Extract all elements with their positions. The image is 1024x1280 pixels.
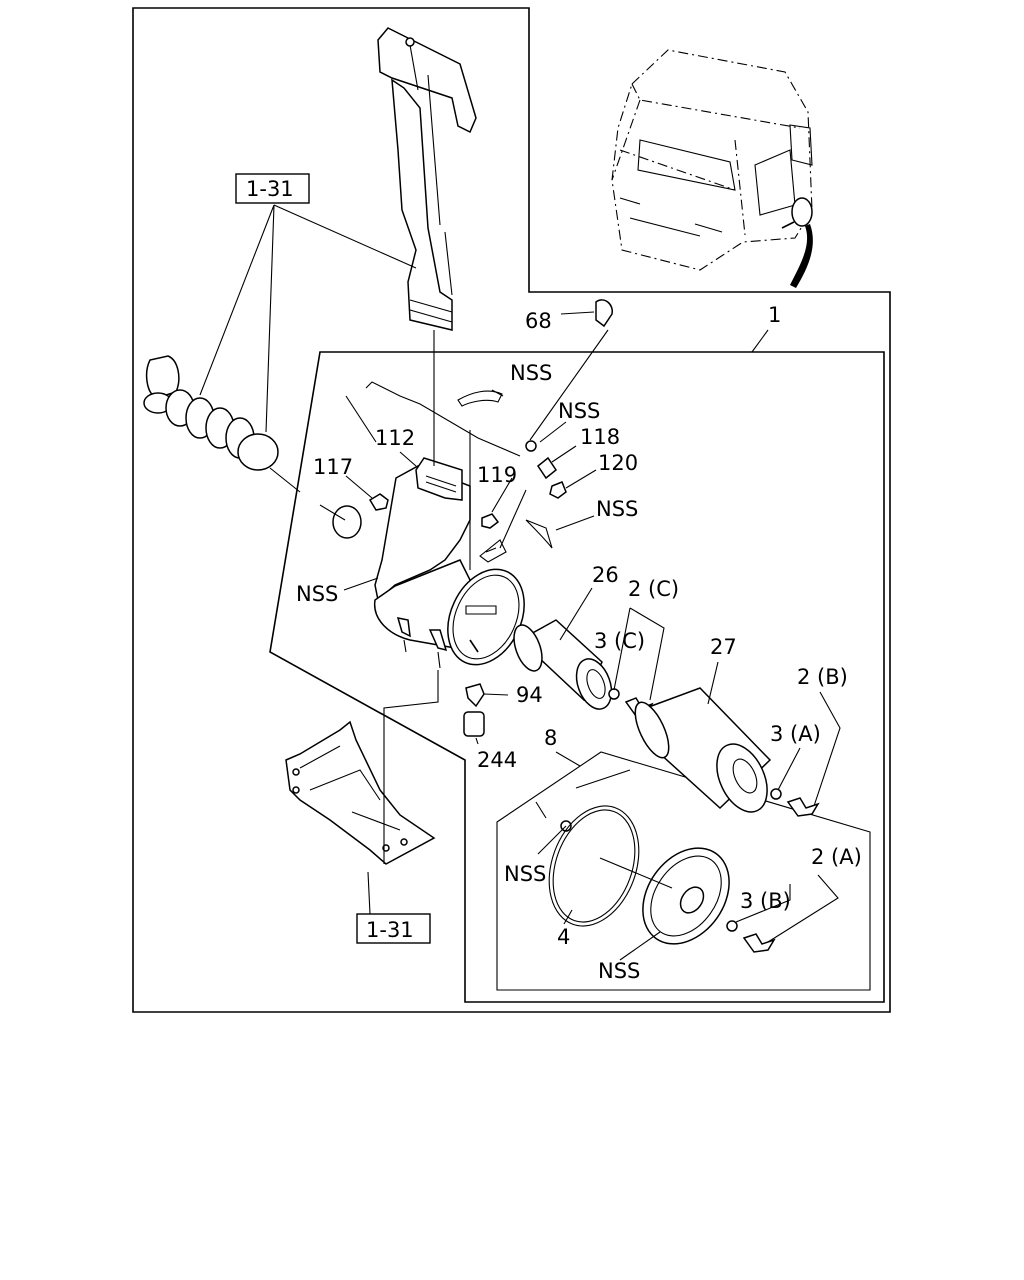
part-label-27: 27 — [710, 635, 737, 659]
outer-frame — [132, 7, 891, 1013]
washer-3c-icon — [608, 688, 620, 700]
part-label-nss-e: NSS — [504, 862, 546, 886]
part-label-2a: 2 (A) — [811, 845, 862, 869]
mounting-bracket — [285, 720, 436, 865]
part-label-2c: 2 (C) — [628, 577, 679, 601]
part-label-nss-c: NSS — [596, 497, 638, 521]
part-label-3a: 3 (A) — [770, 722, 821, 746]
indicator-68-icon — [595, 299, 613, 328]
gasket-nss-2-icon — [525, 519, 553, 549]
washer-3b-icon — [726, 920, 738, 932]
part-label-nss-d: NSS — [296, 582, 338, 606]
o-ring-4-icon — [548, 805, 640, 927]
washer-nss-icon — [525, 440, 537, 452]
part-label-3b: 3 (B) — [740, 889, 791, 913]
part-label-68: 68 — [525, 309, 552, 333]
kit-8-frame — [496, 751, 871, 991]
drain-valve-94-icon — [465, 683, 485, 708]
leader-lines — [199, 204, 841, 961]
clamp-118-icon — [536, 456, 558, 480]
ref-box-top — [235, 173, 310, 204]
truck-cab-illustration — [611, 49, 813, 288]
part-label-nss-f: NSS — [598, 959, 640, 983]
bolt-117-icon — [368, 493, 389, 511]
pipe-112 — [365, 381, 521, 457]
wing-nut-2a-icon — [742, 933, 776, 953]
part-label-4: 4 — [557, 925, 570, 949]
assembly-1-frame — [269, 351, 885, 1003]
inner-element-26 — [513, 619, 613, 710]
part-label-118: 118 — [580, 425, 620, 449]
part-label-8: 8 — [544, 726, 557, 750]
part-label-119: 119 — [477, 463, 517, 487]
nut-120-icon — [549, 481, 567, 499]
bolt-119-icon — [481, 513, 500, 529]
wing-nut-2b-icon — [786, 797, 820, 817]
cap-nss-icon — [332, 505, 362, 539]
bracket-icon — [479, 539, 507, 563]
snorkel-pipe — [377, 27, 477, 331]
part-label-26: 26 — [592, 563, 619, 587]
part-label-1: 1 — [768, 303, 781, 327]
cap-244-icon — [463, 711, 485, 737]
part-label-94: 94 — [516, 683, 543, 707]
part-label-117: 117 — [313, 455, 353, 479]
ref-box-bottom — [356, 913, 431, 944]
ref-label-top[interactable]: 1-31 — [246, 177, 294, 201]
cover-nss — [642, 847, 730, 945]
part-label-nss-b: NSS — [558, 399, 600, 423]
air-cleaner-housing — [374, 457, 525, 669]
washer-3a-icon — [770, 788, 782, 800]
outer-element-27 — [634, 687, 772, 813]
part-label-120: 120 — [598, 451, 638, 475]
gasket-nss-icon — [457, 390, 503, 407]
part-label-244: 244 — [477, 748, 517, 772]
part-label-3c: 3 (C) — [594, 629, 645, 653]
o-ring-4-inner-icon — [552, 809, 636, 923]
part-label-nss-a: NSS — [510, 361, 552, 385]
intake-hose — [143, 355, 279, 471]
ref-label-bottom[interactable]: 1-31 — [366, 918, 414, 942]
part-label-2b: 2 (B) — [797, 665, 848, 689]
part-label-112: 112 — [375, 426, 415, 450]
